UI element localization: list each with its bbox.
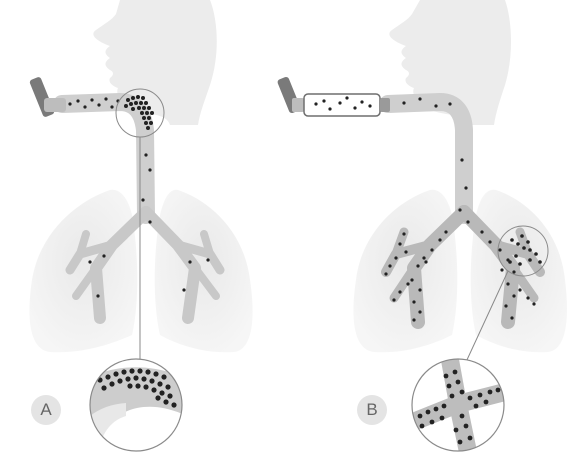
inhaler-with-spacer-b	[277, 76, 390, 116]
panel-label-a: A	[31, 395, 61, 425]
zoom-lens-a	[86, 359, 185, 452]
left-lung-b	[353, 190, 457, 353]
panel-b	[277, 0, 567, 452]
panel-a	[29, 0, 253, 452]
panel-label-b: B	[357, 395, 387, 425]
right-lung-a	[155, 190, 253, 353]
left-lung-a	[29, 190, 137, 353]
zoom-lens-b	[412, 359, 505, 452]
